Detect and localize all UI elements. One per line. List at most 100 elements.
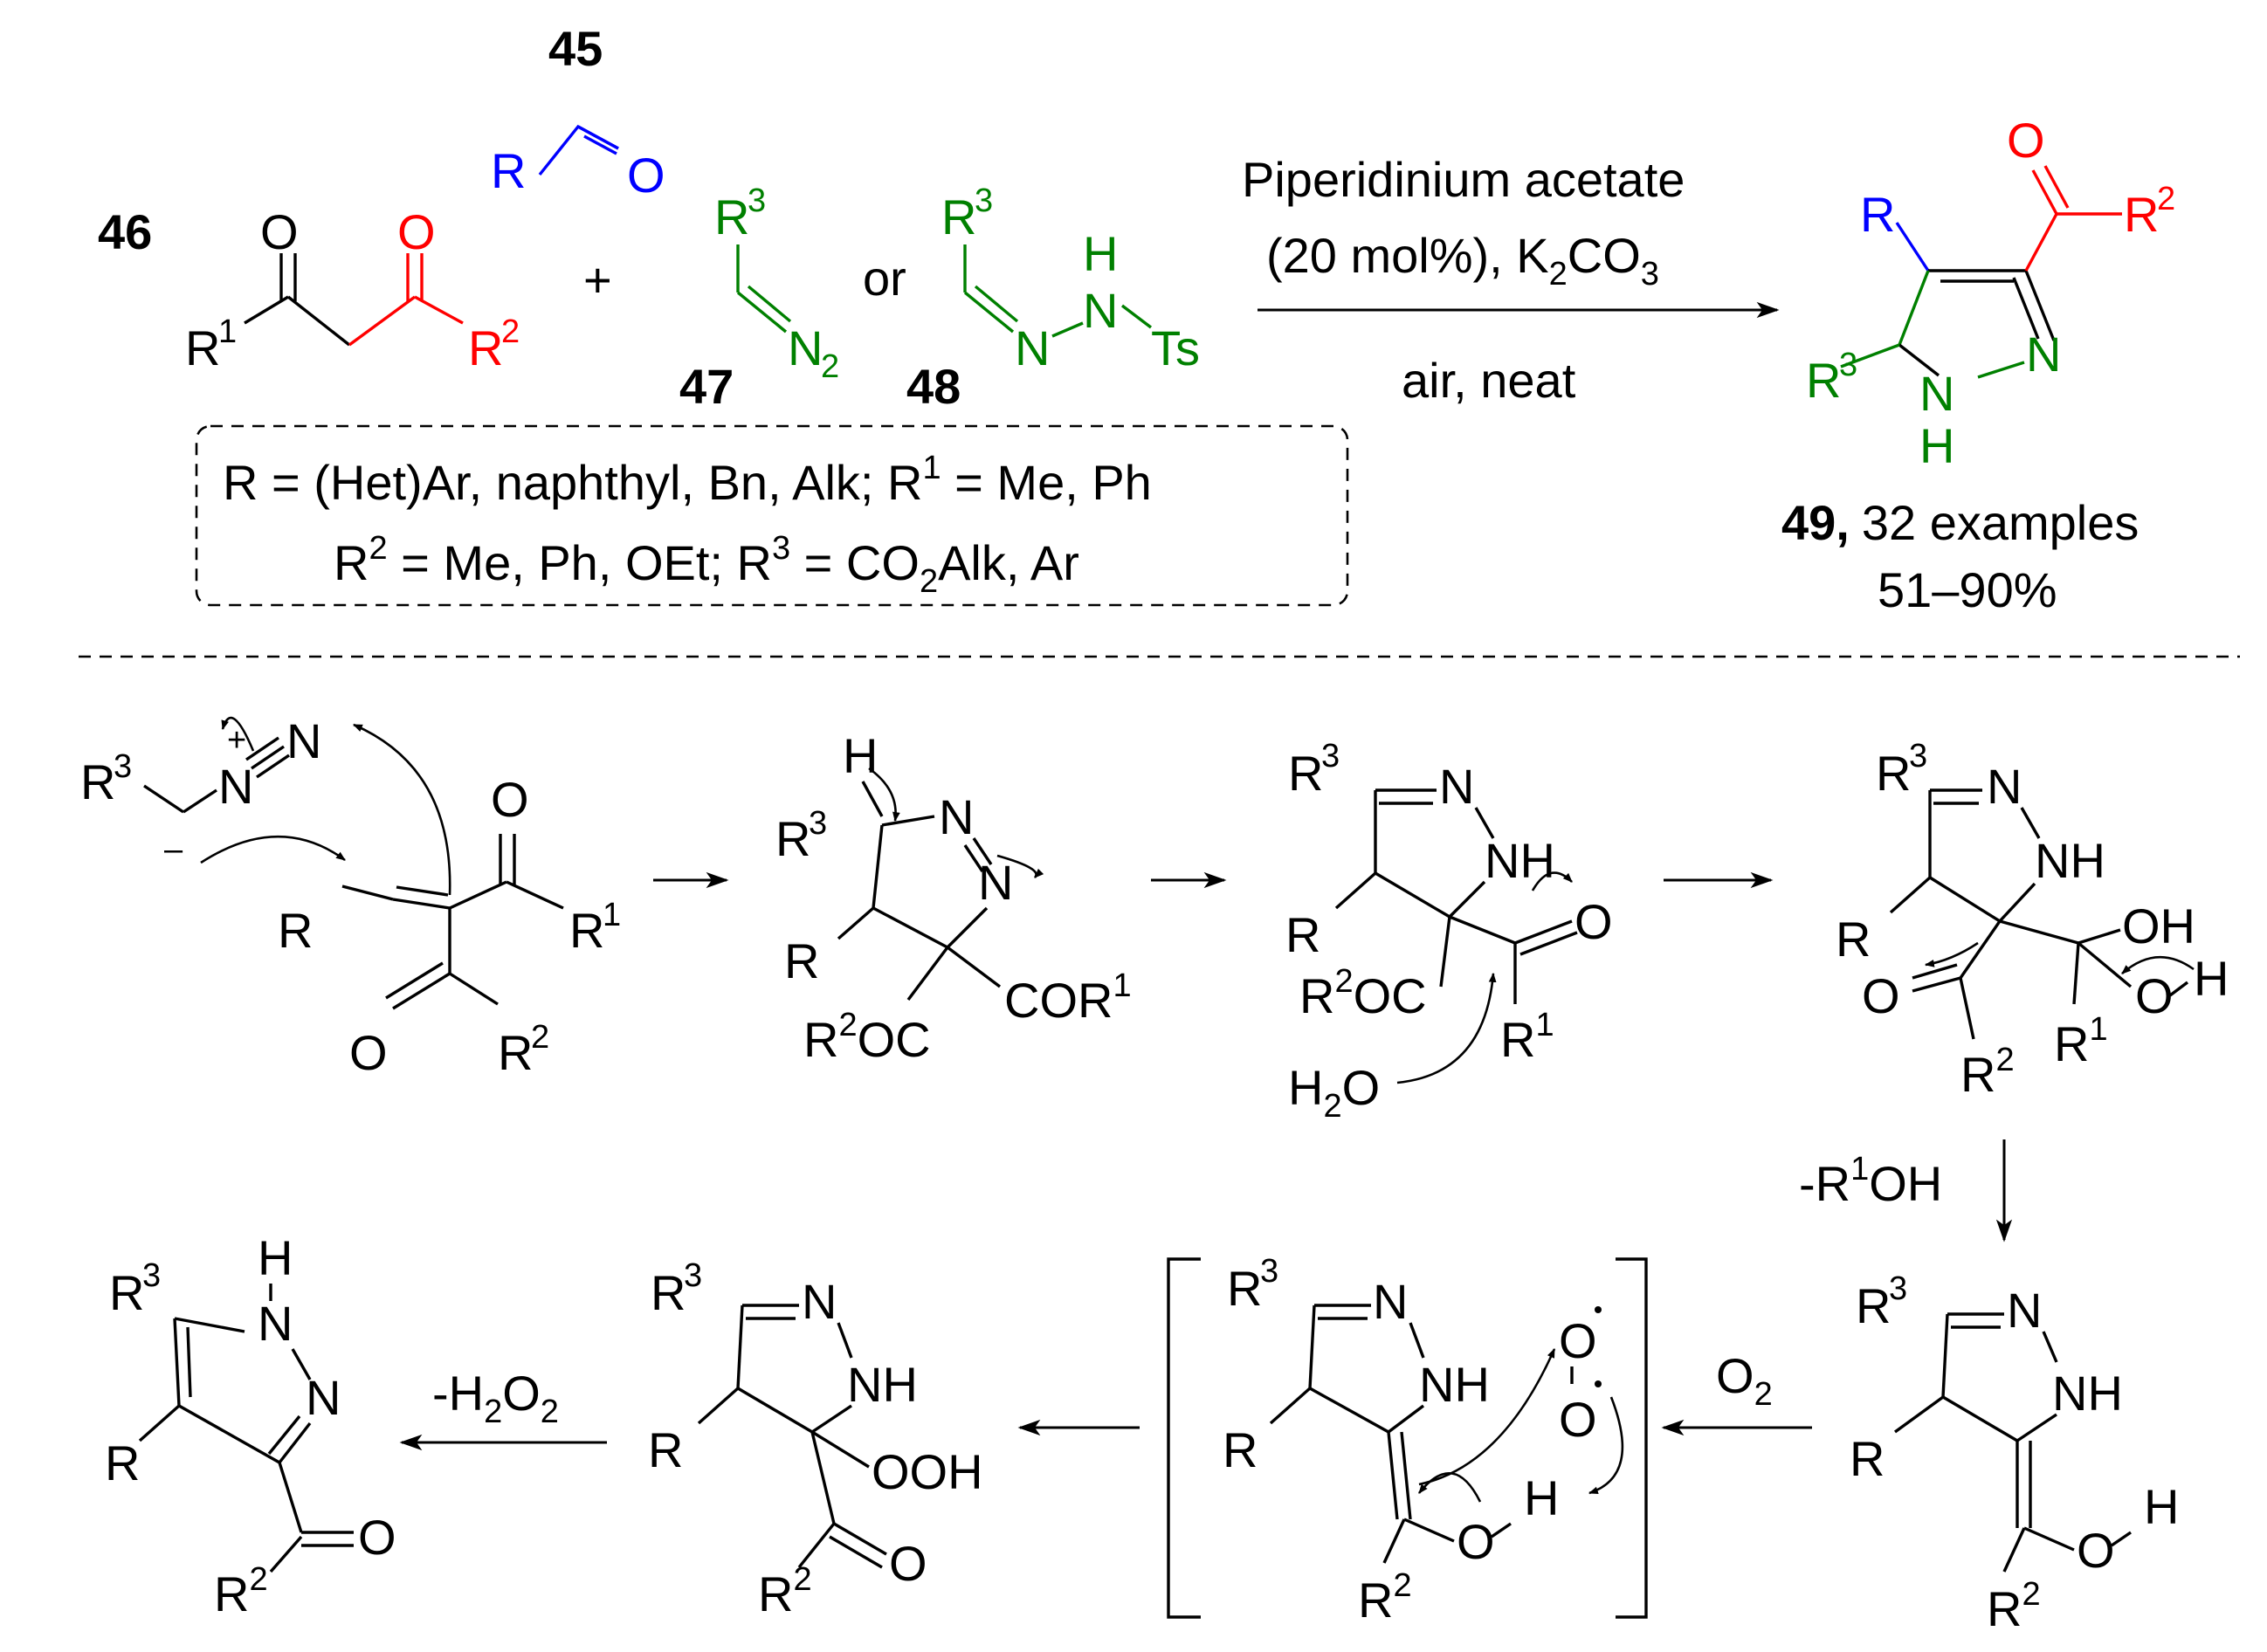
svg-text:N: N <box>1439 759 1474 814</box>
svg-text:R = (Het)Ar, naphthyl, Bn, Alk: R = (Het)Ar, naphthyl, Bn, Alk; R1 = Me,… <box>223 450 1152 510</box>
final-pyrazole: H N N R 3 R O R2 <box>105 1230 396 1621</box>
svg-text:47: 47 <box>679 359 734 414</box>
svg-text:N: N <box>1919 366 1954 421</box>
dicarbonyl-46: 46 O O R 1 R 2 <box>98 204 520 375</box>
svg-text:air, neat: air, neat <box>1402 353 1576 408</box>
svg-text:OH: OH <box>2122 898 2195 953</box>
svg-text:H: H <box>843 728 878 783</box>
svg-text:Piperidinium acetate: Piperidinium acetate <box>1242 152 1685 207</box>
svg-text:R: R <box>185 320 220 375</box>
svg-text:R: R <box>278 903 313 958</box>
svg-text:O: O <box>397 204 436 259</box>
svg-text:O: O <box>1574 894 1613 949</box>
mechanism-step-4: R 3 N NH R O R2 OH O H R1 <box>1836 738 2229 1102</box>
svg-text:R: R <box>1876 746 1911 801</box>
svg-text:N: N <box>286 713 321 768</box>
svg-text:2: 2 <box>821 348 839 385</box>
svg-text:45: 45 <box>548 21 603 76</box>
svg-text:3: 3 <box>1889 1270 1907 1307</box>
svg-text:R2: R2 <box>214 1561 268 1621</box>
svg-text:NH: NH <box>847 1357 918 1412</box>
aldehyde-45: 45 R O <box>491 21 665 203</box>
svg-text:R: R <box>498 1025 533 1080</box>
substituent-legend: R = (Het)Ar, naphthyl, Bn, Alk; R1 = Me,… <box>195 424 1349 607</box>
svg-text:R: R <box>569 903 604 958</box>
diazo-47: R 3 N 2 47 <box>679 182 839 414</box>
svg-text:Ts: Ts <box>1151 320 1200 375</box>
svg-text:NH: NH <box>2035 833 2105 888</box>
svg-text:R: R <box>775 811 810 866</box>
svg-text:COR1: COR1 <box>1004 967 1132 1028</box>
svg-text:O: O <box>1862 968 1900 1023</box>
svg-text:R: R <box>2124 187 2159 242</box>
mechanism-step-3: R 3 N NH R R2OC O R1 H2O <box>1285 738 1613 1125</box>
svg-text:3: 3 <box>748 182 766 219</box>
svg-text:3: 3 <box>1321 738 1340 774</box>
svg-text:O: O <box>491 772 529 827</box>
svg-text:H: H <box>2194 951 2229 1006</box>
svg-text:3: 3 <box>809 805 827 842</box>
svg-text:R2: R2 <box>758 1561 812 1621</box>
svg-text:3: 3 <box>684 1257 702 1294</box>
svg-text:N: N <box>306 1370 341 1425</box>
svg-text:R2 = Me, Ph, OEt; R3 = CO2Alk,: R2 = Me, Ph, OEt; R3 = CO2Alk, Ar <box>334 530 1079 600</box>
svg-text:R: R <box>941 189 976 244</box>
svg-text:N: N <box>2026 327 2061 382</box>
svg-text:H2O: H2O <box>1288 1060 1380 1125</box>
svg-text:-H2O2: -H2O2 <box>432 1366 559 1430</box>
svg-text:R: R <box>1850 1431 1885 1486</box>
svg-text:R: R <box>784 933 819 988</box>
svg-text:NH: NH <box>2052 1366 2123 1421</box>
svg-text:N: N <box>1987 759 2022 814</box>
tosylhydrazone-48: R 3 N N H Ts 48 <box>906 182 1200 414</box>
svg-text:R1: R1 <box>1500 1007 1554 1067</box>
svg-text:R: R <box>1223 1422 1258 1477</box>
svg-text:R: R <box>1288 746 1323 801</box>
svg-text:N: N <box>802 1274 837 1329</box>
plus-sign: + <box>583 252 612 307</box>
svg-text:2: 2 <box>531 1019 549 1056</box>
svg-text:R2: R2 <box>1358 1567 1412 1628</box>
svg-text:R: R <box>109 1265 144 1320</box>
svg-text:R2: R2 <box>1987 1576 2041 1636</box>
svg-text:O: O <box>349 1025 388 1080</box>
svg-text:R2: R2 <box>1960 1042 2015 1102</box>
svg-text:O: O <box>2135 968 2174 1023</box>
svg-text:N: N <box>1015 320 1050 375</box>
svg-text:46: 46 <box>98 204 152 259</box>
oxygen-step: O2 <box>1661 1348 1812 1436</box>
reaction-conditions: Piperidinium acetate (20 mol%), K2CO3 ai… <box>1242 152 1780 408</box>
svg-text:R: R <box>1836 912 1871 967</box>
svg-text:3: 3 <box>1260 1253 1278 1290</box>
svg-text:O2: O2 <box>1716 1348 1773 1413</box>
svg-text:R: R <box>80 754 115 809</box>
svg-text:2: 2 <box>2157 181 2175 217</box>
svg-text:NH: NH <box>1419 1357 1490 1412</box>
svg-text:OOH: OOH <box>872 1444 983 1499</box>
svg-text:–: – <box>164 831 183 868</box>
svg-text:49,32 examples: 49,32 examples <box>1781 495 2139 550</box>
svg-text:1: 1 <box>603 897 621 933</box>
svg-text:R: R <box>651 1265 686 1320</box>
svg-text:3: 3 <box>1909 738 1927 774</box>
svg-text:48: 48 <box>906 359 961 414</box>
loss-h2o2: -H2O2 <box>399 1366 607 1451</box>
svg-text:O: O <box>2007 113 2045 168</box>
svg-text:R: R <box>105 1435 140 1490</box>
svg-text:O: O <box>2077 1523 2115 1578</box>
svg-text:O: O <box>1457 1514 1495 1569</box>
svg-text:N: N <box>1083 283 1118 338</box>
svg-text:N: N <box>1373 1274 1408 1329</box>
svg-text:R: R <box>1227 1261 1262 1316</box>
or-label: or <box>863 251 906 306</box>
svg-text:2: 2 <box>501 313 520 350</box>
svg-text:H: H <box>1524 1470 1559 1525</box>
svg-text:H: H <box>1919 418 1954 473</box>
svg-text:R: R <box>714 189 749 244</box>
svg-text:O: O <box>1559 1313 1597 1368</box>
svg-text:N: N <box>978 855 1013 910</box>
loss-r1oh: -R1OH <box>1799 1139 2013 1242</box>
radical-intermediate: R 3 N NH R O H R2 O O <box>1167 1253 1648 1628</box>
svg-text:3: 3 <box>114 748 132 785</box>
